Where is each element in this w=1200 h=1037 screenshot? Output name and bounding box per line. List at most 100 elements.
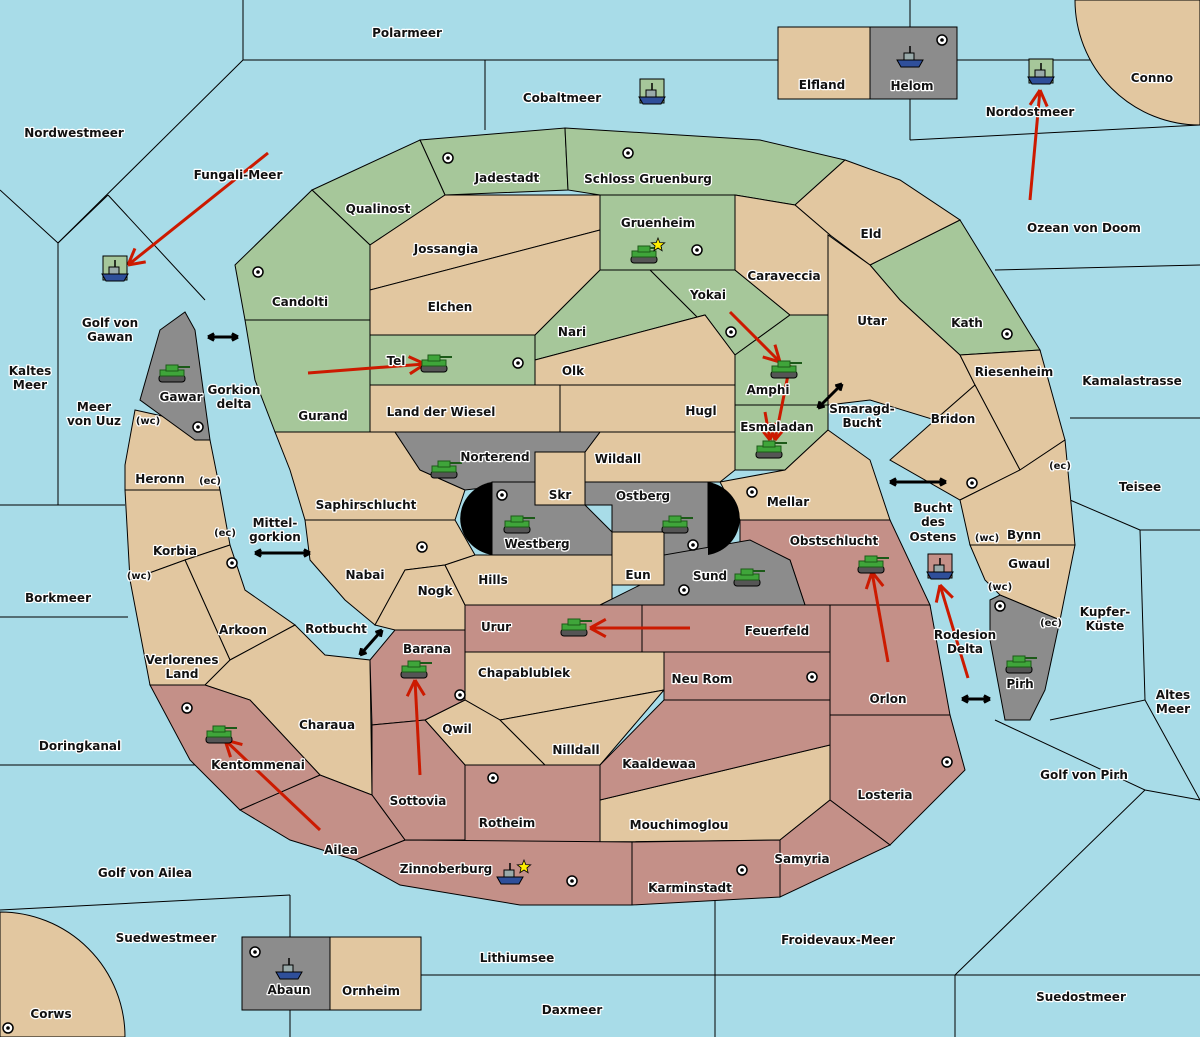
territory-label: Saphirschlucht <box>316 498 417 512</box>
territory-label: Bynn <box>1007 528 1041 542</box>
sea-label: Meer <box>1156 702 1190 716</box>
territory-label: Gruenheim <box>621 216 695 230</box>
supply-center-icon <box>994 600 1006 612</box>
territory-label: Yokai <box>689 288 726 302</box>
sea-label: Ostens <box>910 530 957 544</box>
fleet-icon[interactable] <box>1027 58 1055 85</box>
territory-karminstadt[interactable] <box>631 839 781 906</box>
territory-label: Schloss Gruenburg <box>584 172 712 186</box>
sea-label: Kaltes <box>9 364 52 378</box>
supply-center-icon <box>226 557 238 569</box>
sea-label: Doringkanal <box>39 739 121 753</box>
territory-label: Obstschlucht <box>790 534 879 548</box>
tank-icon[interactable] <box>733 568 765 587</box>
supply-center-icon <box>416 541 428 553</box>
fleet-icon[interactable] <box>496 863 524 885</box>
order-arrow <box>934 583 970 679</box>
territory-label: Corws <box>30 1007 71 1021</box>
territory-label: Land der Wiesel <box>387 405 496 419</box>
territory-label: Gawar <box>159 390 202 404</box>
fleet-icon[interactable] <box>926 553 954 580</box>
territory-westberg[interactable] <box>491 481 613 556</box>
territory-olk[interactable] <box>534 314 736 386</box>
supply-center-icon <box>249 946 261 958</box>
coast-label: (ec) <box>199 476 221 487</box>
tank-icon[interactable] <box>205 725 237 744</box>
sea-border-line <box>1049 699 1146 721</box>
sea-label: Golf von <box>82 316 138 330</box>
sea-label: Lithiumsee <box>480 951 555 965</box>
tank-icon[interactable] <box>661 515 693 534</box>
territory-label: Nogk <box>418 584 454 598</box>
supply-center-icon <box>181 702 193 714</box>
territory-gruenheim[interactable] <box>599 194 736 271</box>
territory-rotheim[interactable] <box>464 764 601 843</box>
sea-label: Mittel- <box>253 516 298 530</box>
supply-center-icon <box>806 671 818 683</box>
star-icon <box>516 858 532 874</box>
territory-label: Eun <box>625 568 650 582</box>
fleet-icon[interactable] <box>275 958 303 980</box>
territory-label: Urur <box>481 620 511 634</box>
sea-label: Bucht <box>913 501 952 515</box>
territory-conno[interactable] <box>1074 0 1200 126</box>
tank-icon[interactable] <box>430 460 462 479</box>
territory-jossangia[interactable] <box>369 194 601 291</box>
territory-label: Charaua <box>299 718 355 732</box>
supply-center-icon <box>725 326 737 338</box>
tank-icon[interactable] <box>503 515 535 534</box>
tank-icon[interactable] <box>400 660 432 679</box>
supply-centers <box>2 34 1013 1034</box>
sea-border-line <box>1069 499 1141 531</box>
territory-label: Korbia <box>153 544 197 558</box>
fleet-icon[interactable] <box>101 255 129 282</box>
supply-center-icon <box>941 756 953 768</box>
territory-ornheim[interactable] <box>329 936 422 1011</box>
fleet-icon[interactable] <box>638 78 666 105</box>
territory-label: Tel <box>387 354 406 368</box>
territory-label: Zinnoberburg <box>400 862 492 876</box>
star-icon <box>650 236 666 252</box>
sea-label: Nordostmeer <box>986 105 1075 119</box>
territory-label: Abaun <box>267 983 310 997</box>
supply-center-icon <box>736 864 748 876</box>
territory-kaaldewaa[interactable] <box>599 699 831 801</box>
sea-label: gorkion <box>249 530 301 544</box>
coast-label: (wc) <box>127 571 151 582</box>
tank-icon[interactable] <box>1005 655 1037 674</box>
tank-icon[interactable] <box>158 364 190 383</box>
supply-center-icon <box>2 1022 14 1034</box>
sea-border-line <box>1139 529 1146 701</box>
territory-label: Hills <box>478 573 508 587</box>
territory-losteria[interactable] <box>829 714 966 846</box>
fleet-icon[interactable] <box>896 46 924 68</box>
territory-sund[interactable] <box>599 539 806 606</box>
territory-label: Skr <box>549 488 572 502</box>
supply-center-icon <box>512 357 524 369</box>
territory-bynn[interactable] <box>959 439 1076 546</box>
sea-label: Delta <box>947 642 983 656</box>
sea-border-line <box>994 719 1146 791</box>
tank-icon[interactable] <box>755 440 787 459</box>
sea-label: Kupfer- <box>1080 605 1130 619</box>
tank-icon[interactable] <box>560 618 592 637</box>
sea-border-line <box>57 59 244 244</box>
supply-center-icon <box>496 489 508 501</box>
sea-label: Küste <box>1086 619 1125 633</box>
tank-icon[interactable] <box>770 360 802 379</box>
territory-elchen[interactable] <box>369 229 601 336</box>
territory-corws[interactable] <box>0 911 126 1037</box>
territory-hills[interactable] <box>444 554 613 606</box>
adjacency-double-arrow <box>889 477 947 487</box>
sea-border-line <box>0 894 291 911</box>
territory-label: Samyria <box>774 852 829 866</box>
territory-label: Verlorenes <box>146 653 219 667</box>
territory-label: Eld <box>861 227 882 241</box>
territory-label: Elfland <box>799 78 845 92</box>
order-arrows <box>126 89 1049 832</box>
tank-icon[interactable] <box>857 555 889 574</box>
tank-icon[interactable] <box>420 354 452 373</box>
tank-icon[interactable] <box>630 245 662 264</box>
territory-label: Mouchimoglou <box>630 818 729 832</box>
